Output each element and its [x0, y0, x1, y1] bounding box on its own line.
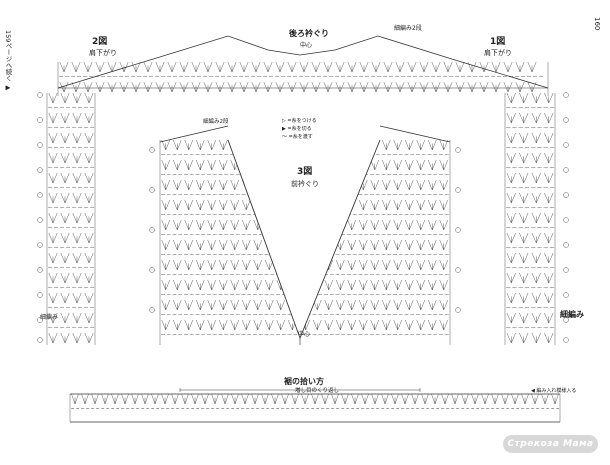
row-number-marker: [563, 217, 569, 223]
page-number: 160: [593, 17, 601, 31]
row-number-marker: [37, 337, 43, 343]
back-center-label: 中心: [300, 42, 313, 49]
right-figure-number: 1図: [490, 37, 506, 47]
row-number-marker: [455, 147, 461, 153]
row-number-marker: [37, 117, 43, 123]
row-number-marker: [37, 167, 43, 173]
row-number-marker: [563, 292, 569, 298]
row-number-marker: [149, 187, 155, 193]
row-number-marker: [37, 292, 43, 298]
row-number-marker: [149, 227, 155, 233]
v-neckline-edge: [227, 139, 381, 340]
row-number-marker: [563, 192, 569, 198]
left-figure-subtitle: 肩下がり: [89, 49, 117, 57]
row-number-marker: [563, 317, 569, 323]
row-number-marker: [563, 142, 569, 148]
row-number-marker: [455, 307, 461, 313]
row-number-marker: [563, 242, 569, 248]
front-shoulder-edges: [159, 125, 451, 143]
row-number-marker: [37, 192, 43, 198]
front-figure-number: 3図: [297, 167, 313, 177]
left-panel-stitches: [46, 92, 96, 345]
legend-carry-yarn: 〜 =糸を渡す: [282, 134, 313, 140]
watermark-text: Стрекоза Мама: [507, 439, 594, 449]
front-marker-label: 細編み2段: [203, 119, 229, 125]
right-figure-subtitle: 肩下がり: [484, 49, 512, 57]
hem-title: 裾の拾い方: [284, 377, 324, 386]
hem-stitches: [69, 393, 561, 422]
row-number-marker: [37, 92, 43, 98]
row-number-marker: [563, 337, 569, 343]
front-center-label: 中心: [298, 331, 311, 338]
row-number-marker: [455, 227, 461, 233]
back-title: 後ろ衿ぐり: [289, 29, 329, 38]
legend-cut-yarn: ▶ =糸を切る: [282, 126, 312, 132]
row-number-marker: [563, 92, 569, 98]
row-number-marker: [37, 267, 43, 273]
row-number-marker: [37, 317, 43, 323]
row-number-marker: [455, 187, 461, 193]
front-figure-subtitle: 前衿ぐり: [291, 180, 319, 188]
row-number-marker: [563, 117, 569, 123]
row-number-marker: [149, 307, 155, 313]
hem-center-label: 増し目のくり返し: [295, 388, 340, 394]
watermark-logo: Стрекоза Мама: [503, 435, 598, 453]
row-number-marker: [455, 267, 461, 273]
row-number-marker: [563, 167, 569, 173]
v-neck-mask: [228, 130, 380, 338]
hem-repeat-bracket: [179, 388, 421, 392]
hem-band-edges: [70, 393, 560, 423]
back-yoke-stitches: [57, 61, 549, 96]
row-number-marker: [37, 242, 43, 248]
back-marker-label: 細編み2段: [394, 25, 422, 32]
row-number-marker: [149, 147, 155, 153]
back-neckline-edge: [57, 35, 549, 89]
left-bottom-label: 細編み: [40, 314, 59, 321]
row-number-marker: [149, 267, 155, 273]
left-figure-number: 2図: [92, 37, 108, 47]
right-panel-stitches: [504, 92, 556, 345]
row-number-marker: [37, 217, 43, 223]
legend-attach-yarn: ▷ =糸をつける: [282, 118, 317, 124]
right-bottom-label: 細編み: [560, 310, 584, 319]
row-number-marker: [563, 267, 569, 273]
row-number-marker: [37, 142, 43, 148]
hem-right-label: ◀ 編み入れ模様入る: [531, 388, 577, 394]
side-note: 159ページへ続く ▶: [4, 30, 12, 92]
